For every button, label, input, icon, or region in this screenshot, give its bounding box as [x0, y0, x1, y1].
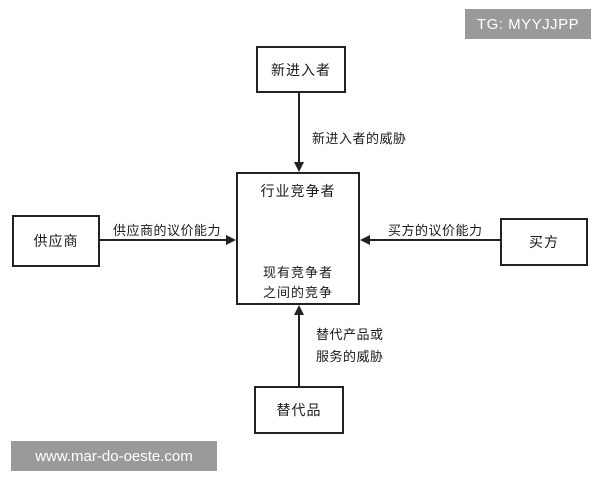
edge-label-right: 买方的议价能力: [388, 224, 483, 239]
node-suppliers: 供应商: [12, 215, 100, 267]
watermark-url-text: www.mar-do-oeste.com: [35, 447, 193, 465]
node-industry-competitors: 行业竞争者 现有竞争者 之间的竞争: [236, 172, 360, 305]
edge-label-bottom-line2: 服务的威胁: [316, 350, 384, 365]
center-sub-line2: 之间的竞争: [262, 286, 333, 301]
watermark-url-badge: www.mar-do-oeste.com: [11, 441, 217, 471]
node-buyers: 买方: [500, 218, 588, 266]
node-new-entrants: 新进入者: [256, 46, 346, 93]
center-sub-line1: 现有竞争者: [262, 266, 333, 281]
node-substitutes: 替代品: [254, 386, 344, 434]
center-title: 行业竞争者: [260, 184, 336, 200]
edge-label-top: 新进入者的威胁: [312, 132, 407, 147]
node-substitutes-label: 替代品: [276, 403, 322, 419]
node-buyers-label: 买方: [529, 235, 559, 251]
node-suppliers-label: 供应商: [33, 234, 79, 250]
edge-label-bottom-line1: 替代产品或: [316, 328, 384, 343]
edge-label-left: 供应商的议价能力: [113, 224, 222, 239]
watermark-badge: TG: MYYJJPP: [465, 9, 591, 39]
watermark-badge-text: TG: MYYJJPP: [476, 15, 580, 33]
node-new-entrants-label: 新进入者: [271, 62, 331, 79]
